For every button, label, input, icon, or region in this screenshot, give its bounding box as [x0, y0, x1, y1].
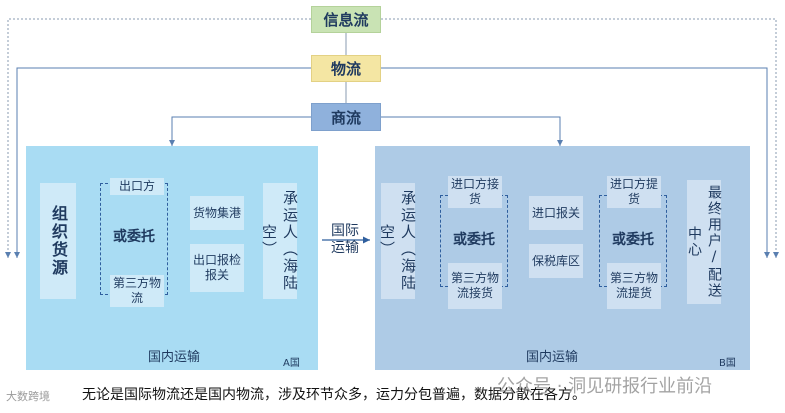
- international-transport-label: 国际运输: [331, 223, 359, 256]
- trade-flow-line-left: [169, 116, 311, 146]
- carrier-a-box: 承运人（海陆空）: [260, 183, 299, 299]
- third-party-receive-box: 第三方物流接货: [448, 263, 502, 309]
- end-user-box: 最终用户/配送中心: [686, 180, 722, 304]
- caption-text: 无论是国际物流还是国内物流，涉及环节众多，运力分包普遍，数据分散在各方。: [82, 387, 586, 403]
- bonded-warehouse-box: 保税库区: [529, 244, 583, 278]
- goods-flow-line-right: [381, 67, 770, 258]
- goods-port-box: 货物集港: [190, 196, 244, 230]
- country-b-tag: B国: [719, 358, 736, 369]
- goods-flow-line-left: [14, 67, 311, 258]
- exporter-or-entrust: 或委托: [113, 229, 155, 245]
- pickup-or-entrust: 或委托: [612, 232, 654, 248]
- importer-receive-box: 进口方接货: [448, 176, 502, 208]
- trade-flow-line-right: [381, 116, 563, 146]
- domestic-transport-a: 国内运输: [148, 350, 201, 365]
- importer-pickup-box: 进口方提货: [607, 176, 661, 208]
- info-flow-box: 信息流: [311, 6, 381, 33]
- exporter-label: 出口方: [110, 178, 164, 195]
- domestic-transport-b: 国内运输: [526, 350, 579, 365]
- source-goods-box: 组织货源: [40, 183, 76, 299]
- third-party-logistics-a: 第三方物流: [110, 275, 164, 307]
- carrier-b-box: 承运人（海陆空）: [378, 183, 417, 299]
- country-a-tag: A国: [283, 358, 300, 369]
- third-party-pickup-box: 第三方物流提货: [607, 263, 661, 309]
- import-customs-box: 进口报关: [529, 196, 583, 230]
- trade-flow-box: 商流: [311, 103, 381, 131]
- export-inspection-box: 出口报检报关: [190, 244, 244, 292]
- importer-or-entrust: 或委托: [453, 232, 495, 248]
- info-flow-line-left: [5, 18, 311, 258]
- watermark-text: 公众号 · 洞见研报行业前沿: [497, 376, 713, 397]
- brand-logo: 大数跨境: [6, 390, 50, 403]
- goods-flow-box: 物流: [311, 55, 381, 82]
